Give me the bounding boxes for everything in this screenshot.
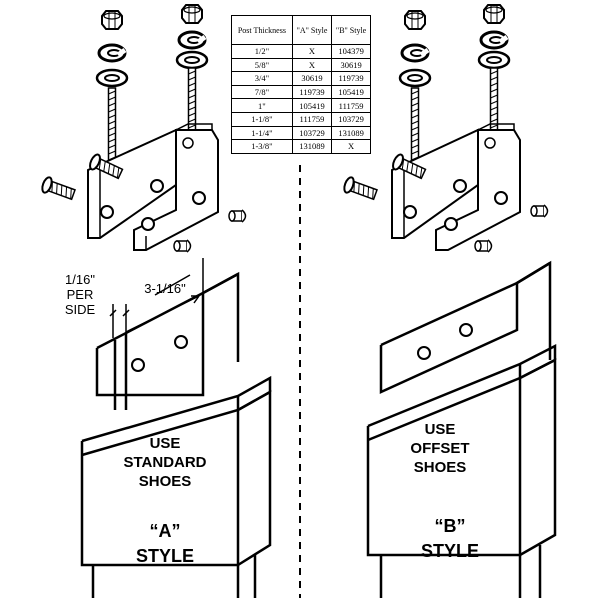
dim-gap-label: 1/16" PER SIDE bbox=[60, 272, 100, 317]
cell-thickness: 1-1/8" bbox=[231, 111, 293, 127]
table-header-row: Post Thickness "A" Style "B" Style bbox=[231, 15, 371, 45]
cell-thickness: 1/2" bbox=[231, 44, 293, 59]
right-flat-washer-2-icon bbox=[477, 50, 511, 70]
left-lock-washer-2-icon bbox=[179, 32, 205, 48]
cell-thickness: 7/8" bbox=[231, 84, 293, 100]
right-threaded-rod-1-icon bbox=[410, 87, 420, 167]
left-use-line-3: SHOES bbox=[138, 473, 192, 490]
right-bracket-shoe-icon bbox=[391, 123, 521, 251]
cell-b: 30619 bbox=[331, 57, 371, 73]
cell-a: 119739 bbox=[291, 84, 333, 100]
right-use-note: USE OFFSET SHOES bbox=[385, 420, 495, 477]
right-hex-nut-1-icon bbox=[404, 10, 426, 30]
left-hardware bbox=[39, 4, 247, 253]
right-style-word: STYLE bbox=[420, 541, 479, 561]
cell-b: 104379 bbox=[331, 44, 371, 59]
right-cap-nut-2-icon bbox=[474, 239, 493, 253]
cell-a: 111759 bbox=[291, 111, 333, 127]
cell-a: 30619 bbox=[291, 71, 333, 86]
left-hex-nut-2-icon bbox=[181, 4, 203, 24]
dim-gap-line-2: PER bbox=[66, 287, 94, 302]
right-lock-washer-2-icon bbox=[481, 32, 507, 48]
cell-b: X bbox=[331, 139, 371, 154]
left-flat-washer-2-icon bbox=[175, 50, 209, 70]
dim-width-label: 3-1/16" bbox=[144, 281, 186, 296]
left-style-letter: “A” bbox=[149, 521, 181, 541]
left-bracket-shoe-icon bbox=[87, 123, 219, 251]
left-use-line-2: STANDARD bbox=[123, 454, 207, 471]
right-use-line-3: SHOES bbox=[413, 459, 467, 476]
cell-b: 131089 bbox=[331, 125, 371, 141]
right-use-line-1: USE bbox=[424, 421, 456, 438]
cell-thickness: 1-1/4" bbox=[231, 125, 293, 141]
cell-a: 105419 bbox=[291, 98, 333, 113]
dim-gap-line-1: 1/16" bbox=[65, 272, 95, 287]
cell-thickness: 5/8" bbox=[231, 57, 293, 73]
left-post-a-style bbox=[80, 258, 272, 598]
left-hex-nut-1-icon bbox=[101, 10, 123, 30]
right-post-b-style bbox=[366, 260, 557, 598]
right-bolt-2-icon bbox=[341, 175, 380, 204]
cell-a: 103729 bbox=[291, 125, 333, 141]
right-hex-nut-2-icon bbox=[483, 4, 505, 24]
header-a-style: "A" Style bbox=[291, 15, 333, 45]
cell-thickness: 1-3/8" bbox=[231, 139, 293, 154]
left-cap-nut-2-icon bbox=[173, 239, 192, 253]
dim-gap-line-3: SIDE bbox=[64, 302, 96, 317]
left-bolt-2-icon bbox=[39, 175, 78, 204]
left-threaded-rod-1-icon bbox=[107, 87, 117, 167]
post-thickness-table: Post Thickness "A" Style "B" Style 1/2"X… bbox=[231, 15, 371, 154]
cell-a: X bbox=[291, 44, 333, 59]
cell-b: 111759 bbox=[331, 98, 371, 113]
cell-thickness: 3/4" bbox=[231, 71, 293, 86]
right-hardware bbox=[341, 4, 549, 253]
right-style-letter: “B” bbox=[434, 516, 466, 536]
cell-b: 119739 bbox=[331, 71, 371, 86]
right-lock-washer-1-icon bbox=[402, 45, 428, 61]
left-style-word: STYLE bbox=[135, 546, 194, 566]
left-use-note: USE STANDARD SHOES bbox=[110, 434, 220, 491]
header-b-style: "B" Style bbox=[331, 15, 371, 45]
cell-thickness: 1" bbox=[231, 98, 293, 113]
left-use-line-1: USE bbox=[149, 435, 181, 452]
right-use-line-2: OFFSET bbox=[410, 440, 470, 457]
left-cap-nut-1-icon bbox=[228, 209, 247, 223]
right-cap-nut-1-icon bbox=[530, 204, 549, 218]
cell-a: X bbox=[291, 57, 333, 73]
right-flat-washer-1-icon bbox=[398, 68, 432, 88]
header-post-thickness: Post Thickness bbox=[231, 15, 293, 45]
cell-a: 131089 bbox=[291, 139, 333, 154]
cell-b: 105419 bbox=[331, 84, 371, 100]
cell-b: 103729 bbox=[331, 111, 371, 127]
left-flat-washer-1-icon bbox=[95, 68, 129, 88]
left-lock-washer-1-icon bbox=[99, 45, 125, 61]
